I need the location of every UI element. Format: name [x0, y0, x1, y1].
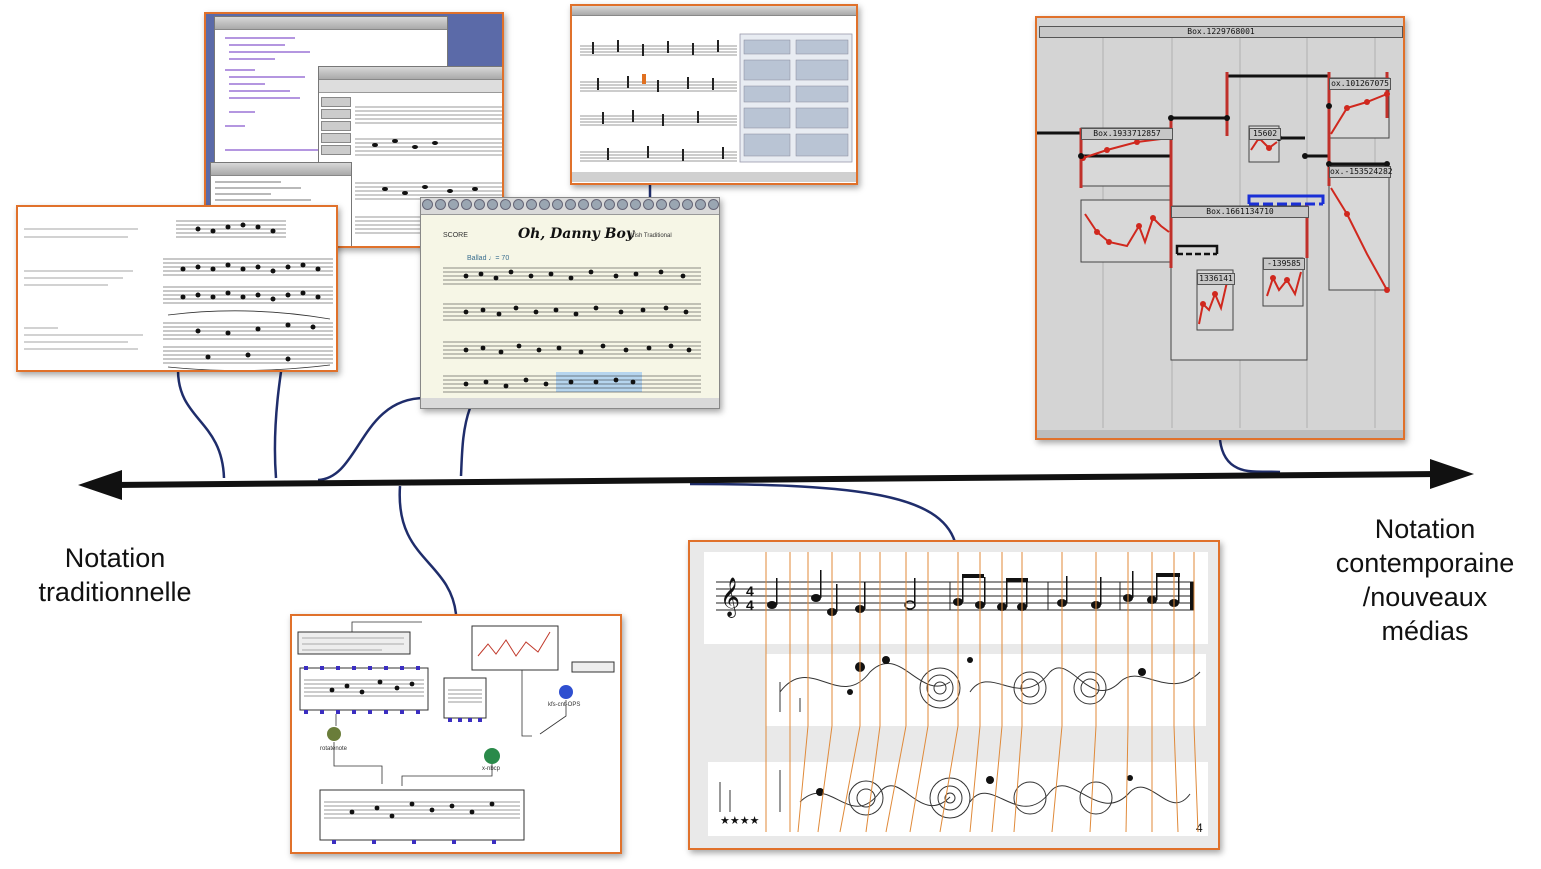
- right-axis-label: Notation contemporaine /nouveaux médias: [1320, 512, 1530, 648]
- maquette-box-7: -139585: [1263, 258, 1305, 270]
- treble-clef-glyph: 𝄞: [720, 578, 740, 618]
- maquette-box-3: ox.101267075: [1329, 78, 1391, 90]
- mixed-score-content: 𝄞 4 4: [704, 552, 1208, 836]
- score-window-toolbar: [319, 80, 502, 93]
- score-title: Oh, Danny Boy: [517, 226, 634, 242]
- danny-boy-staves: [421, 267, 719, 408]
- time-sig-top: 4: [746, 583, 754, 599]
- mixed-graphic-score-panel: 𝄞 4 4: [688, 540, 1220, 850]
- patch-node-label-2: x-nbcp: [482, 766, 501, 772]
- lilypond-panel: [16, 205, 338, 372]
- score-window-titlebar: [319, 67, 502, 80]
- maquette-box-6: 1336141: [1197, 273, 1235, 285]
- score-editor-panel: SCORE Oh, Danny Boy Irish Traditional Ba…: [420, 197, 720, 409]
- time-sig-bottom: 4: [746, 597, 754, 613]
- code-editor-titlebar: [215, 17, 447, 30]
- connector-patch: [398, 485, 458, 615]
- patch-node-label-1: rotatenote: [320, 746, 348, 752]
- left-axis-label: Notation traditionnelle: [20, 541, 210, 609]
- right-axis-label-text: Notation contemporaine /nouveaux médias: [1335, 514, 1515, 646]
- connector-maquette: [1218, 439, 1281, 474]
- connector-danny-boy-2: [459, 407, 472, 477]
- maquette-box-5: 15602: [1249, 128, 1281, 140]
- score-app-titlebar: [572, 6, 856, 16]
- maquette-box-4: ox.-153524282: [1329, 166, 1393, 178]
- connector-danny-boy-1: [317, 396, 426, 482]
- axis-right-arrowhead: [1430, 459, 1474, 489]
- patch-om-label: kfs-cnt-OPS: [548, 702, 581, 708]
- svg-text:★★★★: ★★★★: [720, 815, 760, 827]
- maquette-box-1: Box.1933712857: [1081, 128, 1173, 140]
- mixed-score-end-number: 4: [1196, 821, 1203, 835]
- patch-content: [297, 621, 615, 844]
- left-axis-label-text: Notation traditionnelle: [38, 543, 192, 607]
- score-app-content: [572, 33, 856, 182]
- timeline-axis: [109, 471, 1441, 488]
- code-lines: [225, 37, 325, 151]
- score-editor-toolbar: [421, 198, 719, 215]
- score-window-side-buttons: [321, 95, 351, 175]
- connector-mixed: [689, 482, 957, 543]
- lilypond-content: [24, 220, 333, 370]
- maquette-top-box-label: Box.1229768001: [1039, 26, 1403, 38]
- connector-lilypond: [176, 369, 226, 479]
- score-tag: SCORE: [443, 232, 468, 239]
- score-composer: Irish Traditional: [631, 233, 672, 239]
- openmusic-patch-panel: rotatenote x-nbcp kfs-cnt-OPS: [290, 614, 622, 854]
- maquette-panel: Box.1229768001: [1035, 16, 1405, 440]
- score-and-palette-screenshot: [570, 4, 858, 185]
- score-tempo: Ballad ♩= 70: [467, 255, 510, 262]
- axis-left-arrowhead: [78, 470, 122, 500]
- maquette-box-2: Box.1661134710: [1171, 206, 1309, 218]
- console-titlebar: [211, 163, 351, 176]
